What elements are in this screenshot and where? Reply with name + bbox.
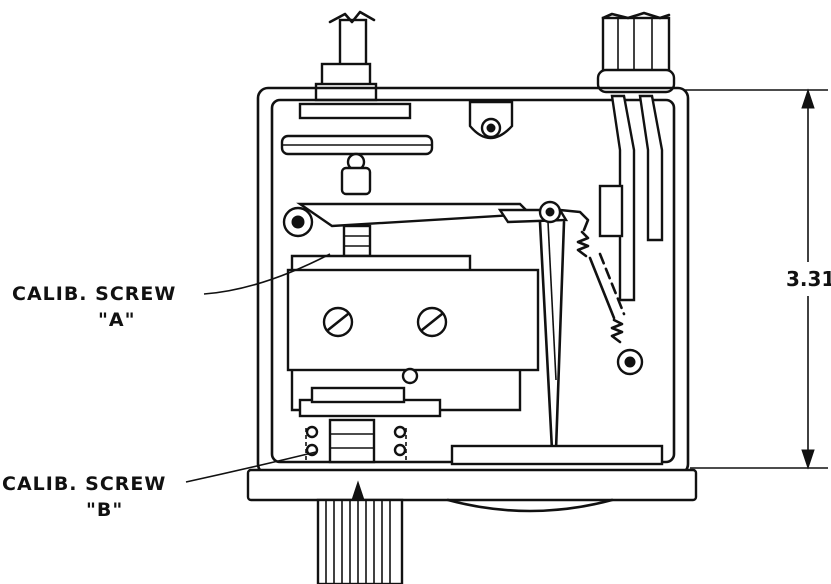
calib-screw-a-label: CALIB. SCREW [12,283,176,305]
mounting-block [286,268,540,385]
spring-assembly [538,200,644,376]
calib-screw-b-tag: "B" [86,499,123,521]
calib-screw-b-label: CALIB. SCREW [2,473,166,495]
hairpin-spring [538,220,566,452]
screw-b-assembly [298,386,442,464]
lever-arm [282,202,569,238]
dimension-line [684,88,828,470]
top-right-connector [596,11,676,94]
dimension-label: 3.31 [786,267,831,291]
pivot-lug [468,100,514,140]
bottom-ledge [450,444,664,466]
calib-screw-a-tag: "A" [98,309,136,331]
contact-strip [598,94,664,302]
top-wheel [280,102,434,156]
knurled-knob [316,480,404,584]
leader-lines [185,253,331,483]
